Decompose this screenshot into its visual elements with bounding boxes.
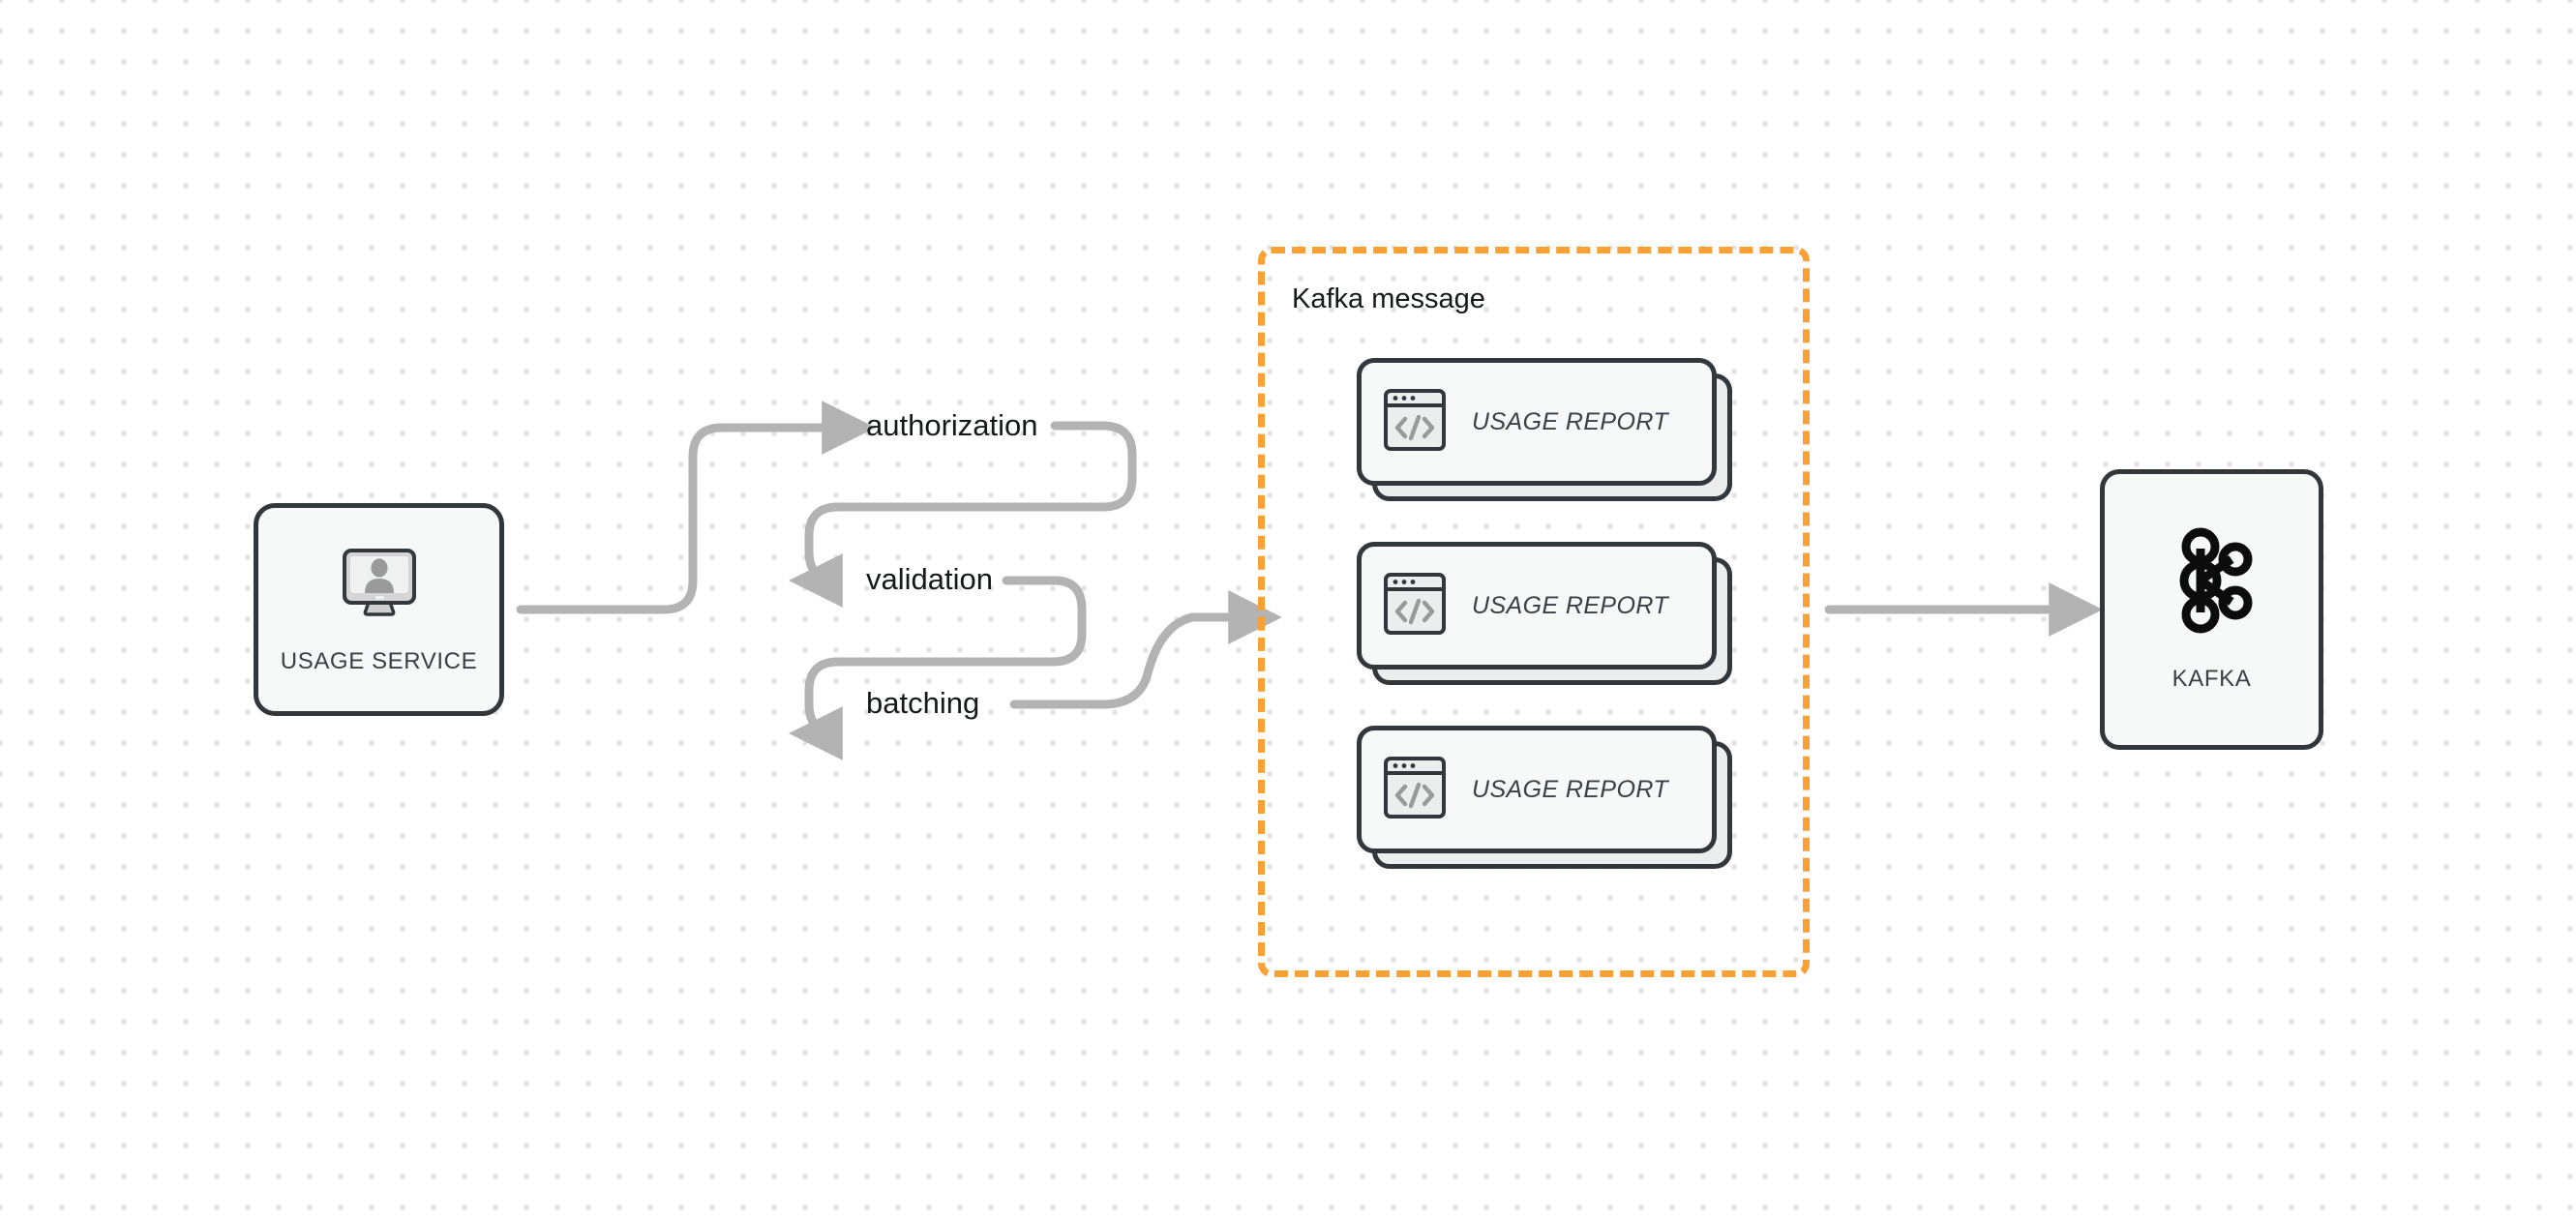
- step-label-batching: batching: [866, 686, 980, 720]
- connector-batching-to-kafka-message: [1009, 590, 1282, 709]
- node-usage-service[interactable]: USAGE SERVICE: [254, 503, 504, 716]
- kafka-message-group-title: Kafka message: [1292, 283, 1485, 314]
- step-label-validation: validation: [866, 562, 993, 596]
- usage-report-card[interactable]: USAGE REPORT: [1357, 542, 1732, 685]
- node-kafka[interactable]: KAFKA: [2100, 469, 2323, 750]
- card-front: USAGE REPORT: [1357, 726, 1717, 853]
- card-front: USAGE REPORT: [1357, 358, 1717, 486]
- usage-report-card[interactable]: USAGE REPORT: [1357, 358, 1732, 501]
- connector-usage-service-to-authorization: [516, 401, 876, 614]
- code-window-icon: [1383, 388, 1447, 457]
- card-front: USAGE REPORT: [1357, 542, 1717, 670]
- node-usage-service-label: USAGE SERVICE: [280, 647, 478, 674]
- code-window-icon: [1383, 572, 1447, 640]
- code-window-icon: [1383, 756, 1447, 824]
- connector-authorization-to-validation: [789, 421, 1137, 608]
- usage-report-card[interactable]: USAGE REPORT: [1357, 726, 1732, 869]
- usage-report-card-label: USAGE REPORT: [1472, 407, 1668, 435]
- kafka-message-group: [1258, 247, 1810, 977]
- kafka-logo-icon: [2168, 527, 2257, 639]
- usage-report-card-label: USAGE REPORT: [1472, 591, 1668, 619]
- usage-report-card-label: USAGE REPORT: [1472, 775, 1668, 803]
- monitor-user-icon: [337, 545, 422, 629]
- node-kafka-label: KAFKA: [2172, 665, 2252, 692]
- step-label-authorization: authorization: [866, 408, 1038, 442]
